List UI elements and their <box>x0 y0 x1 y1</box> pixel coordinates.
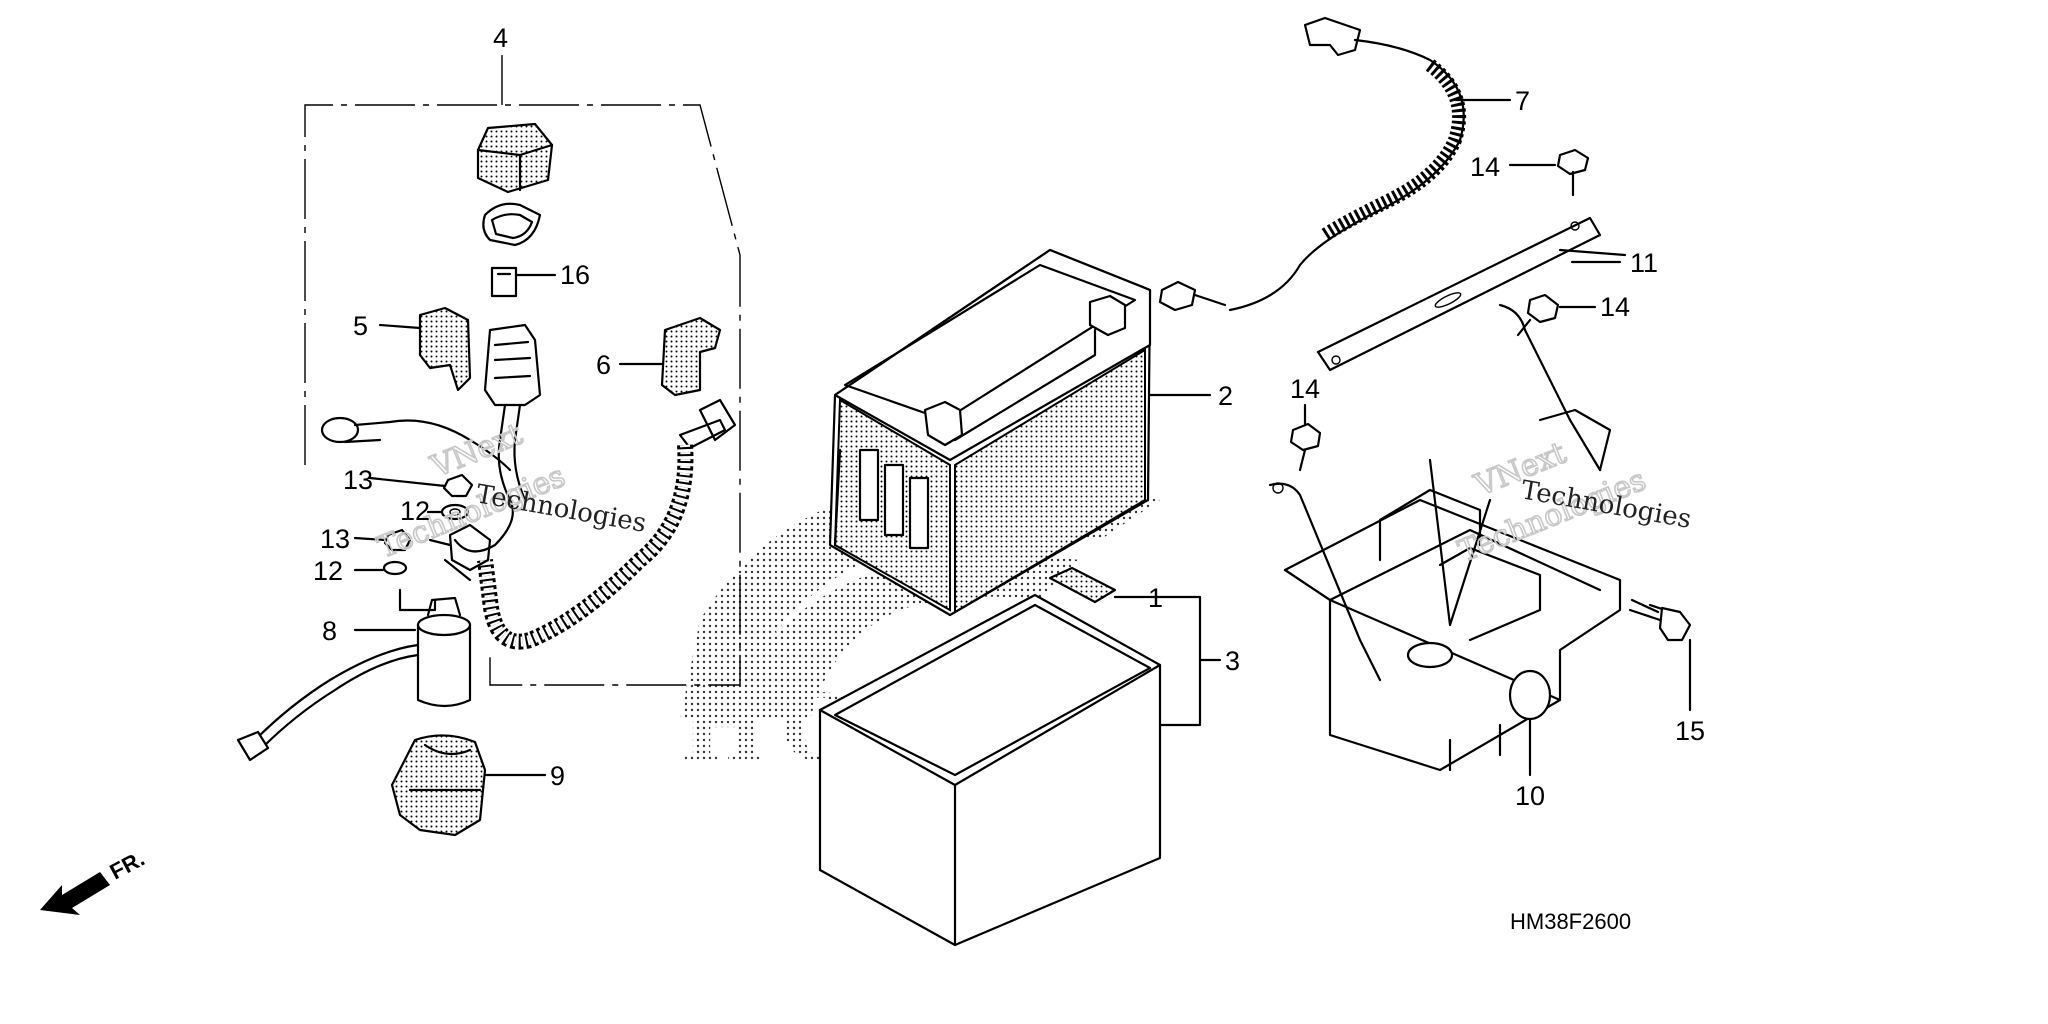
part-battery <box>828 248 1212 617</box>
part-relay-bracket <box>428 523 492 582</box>
part-bolt-14c <box>1289 403 1322 472</box>
assembly-bracket <box>304 104 741 686</box>
callout-12a: 12 <box>400 496 430 526</box>
part-fuse <box>490 266 557 298</box>
part-bolt-14b <box>1516 293 1597 337</box>
part-terminal-cover-6 <box>618 316 722 397</box>
callout-16: 16 <box>560 260 590 290</box>
callout-10: 10 <box>1515 781 1545 811</box>
diagram-code: HM38F2600 <box>1510 909 1631 934</box>
callout-13b: 13 <box>320 524 350 554</box>
part-battery-box <box>1268 303 1622 777</box>
part-battery-cable <box>477 398 737 650</box>
part-relay-rubber <box>390 734 547 837</box>
callout-14a: 14 <box>1470 152 1500 182</box>
callout-11: 11 <box>1630 248 1658 278</box>
callout-8: 8 <box>322 616 337 646</box>
part-bolt-14a <box>1508 148 1590 197</box>
callout-14b: 14 <box>1600 292 1630 322</box>
callout-2: 2 <box>1218 381 1233 411</box>
callout-14c: 14 <box>1290 374 1320 404</box>
callout-5: 5 <box>353 311 368 341</box>
callout-9: 9 <box>550 761 565 791</box>
callout-7: 7 <box>1515 86 1530 116</box>
part-relay-connector <box>320 323 542 553</box>
part-bolt-15 <box>1628 598 1692 712</box>
part-battery-case <box>818 593 1222 947</box>
callout-13a: 13 <box>343 465 373 495</box>
part-nut-13b <box>383 528 412 552</box>
part-battery-holder <box>1316 216 1627 372</box>
part-starter-relay <box>236 588 472 762</box>
callout-4: 4 <box>493 23 508 53</box>
part-nut-13a <box>442 473 474 498</box>
part-washer-12b <box>382 560 408 576</box>
part-terminal-cover-5 <box>378 306 472 392</box>
part-battery-pad <box>1048 566 1197 604</box>
part-relay-cover <box>476 122 554 247</box>
front-direction-arrow <box>40 872 110 915</box>
callout-6: 6 <box>596 350 611 380</box>
callout-15: 15 <box>1675 716 1705 746</box>
part-negative-cable <box>1158 16 1512 312</box>
callout-1: 1 <box>1148 583 1163 613</box>
callout-3: 3 <box>1225 646 1240 676</box>
callout-12b: 12 <box>313 556 343 586</box>
front-direction-label: FR. <box>106 846 149 885</box>
